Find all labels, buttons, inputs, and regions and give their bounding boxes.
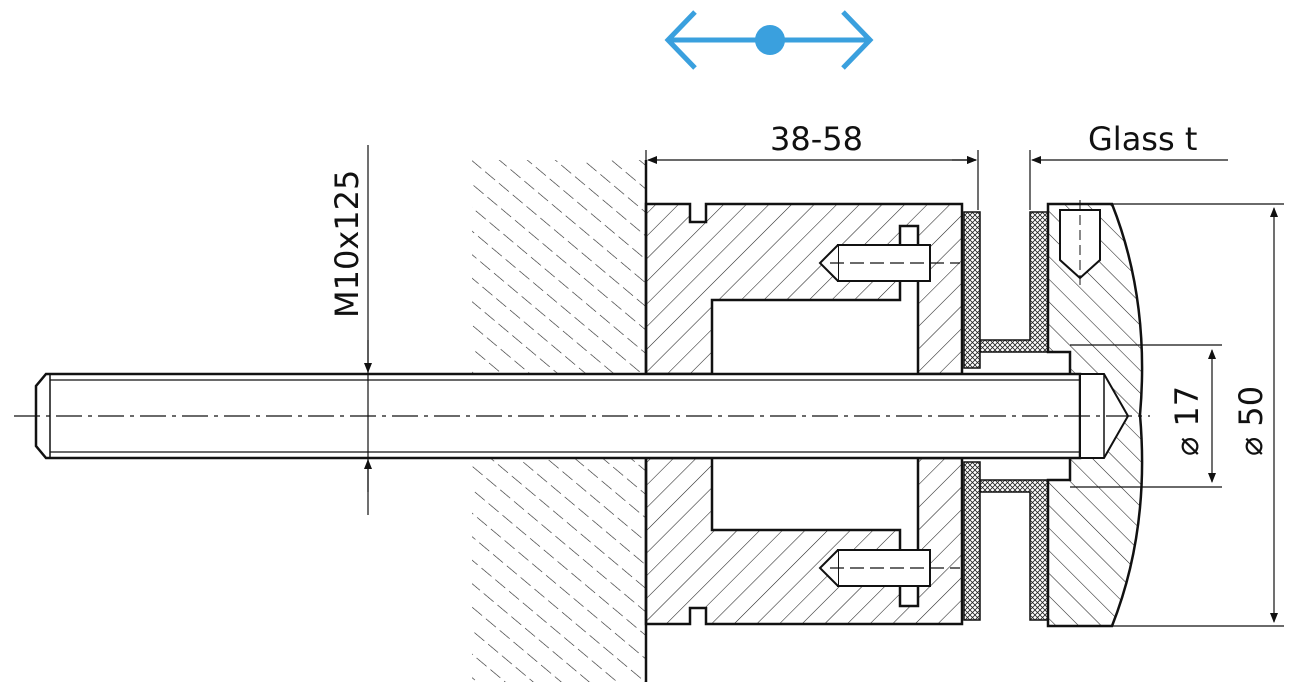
thread-dimension: M10x125 xyxy=(328,145,372,515)
movement-indicator-icon xyxy=(664,10,874,70)
adjust-range-label: 38-58 xyxy=(770,120,863,158)
threaded-rod xyxy=(34,372,1130,460)
large-diameter-dimension: ⌀ 50 xyxy=(1112,203,1284,627)
set-screw-bottom xyxy=(818,549,960,587)
adjust-range-dimension: 38-58 xyxy=(645,120,979,210)
large-diameter-label: ⌀ 50 xyxy=(1232,386,1270,456)
glass-thickness-dimension: Glass t xyxy=(952,120,1228,210)
rubber-gaskets xyxy=(963,211,1049,621)
thread-dimension-label: M10x125 xyxy=(328,170,366,318)
small-diameter-dimension: ⌀ 17 xyxy=(1070,344,1222,488)
wall-section xyxy=(472,160,648,682)
glass-thickness-label: Glass t xyxy=(1088,120,1197,158)
small-diameter-label: ⌀ 17 xyxy=(1168,386,1206,456)
set-screw-top xyxy=(818,244,960,282)
